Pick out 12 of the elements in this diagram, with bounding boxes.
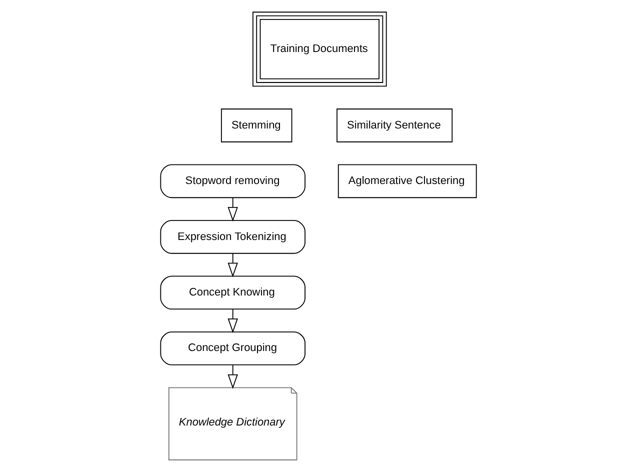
node-box: Concept Grouping	[160, 331, 305, 366]
arrow	[227, 252, 238, 278]
arrow	[227, 197, 238, 222]
node-box: Similarity Sentence	[336, 108, 452, 142]
node-box: Aglomerative Clustering	[337, 164, 476, 198]
node-box: Stopword removing	[160, 164, 305, 198]
arrow	[227, 364, 238, 389]
node-box: Stemming	[220, 108, 292, 142]
node-box: Training Documents	[252, 12, 386, 87]
arrow	[227, 308, 238, 334]
node-box: Concept Knowing	[160, 276, 305, 310]
node-box: Expression Tokenizing	[160, 220, 305, 254]
